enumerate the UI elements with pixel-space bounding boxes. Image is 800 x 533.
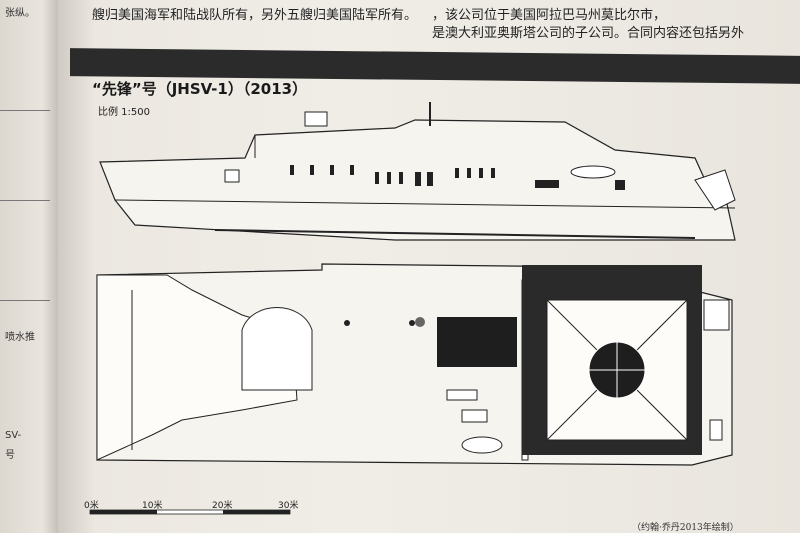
left-page-rule (0, 300, 50, 301)
left-page-snippet: SV- (5, 430, 22, 441)
scale-bar: 0米 10米 20米 30米 (84, 499, 298, 515)
drawing-credit: （约翰·乔丹2013年绘制） (632, 523, 739, 533)
ship-side-elevation (99, 102, 736, 241)
left-page-snippet: 张纵。 (5, 8, 35, 19)
left-page-snippet: 号 (5, 450, 15, 461)
scale-bar-label: 30米 (278, 499, 298, 511)
scale-bar-label: 10米 (142, 499, 162, 511)
top-right-paragraph-line2: 是澳大利亚奥斯塔公司的子公司。合同内容还包括另外 (432, 26, 745, 41)
figure-title: “先锋”号（JHSV-1）（2013） (92, 80, 308, 98)
left-page-rule (0, 110, 50, 111)
top-left-paragraph: 艘归美国海军和陆战队所有，另外五艘归美国陆军所有。 (92, 8, 418, 23)
top-right-paragraph-line1: ，该公司位于美国阿拉巴马州莫比尔市， (432, 8, 667, 23)
left-page-rule (0, 200, 50, 201)
scale-label: 比例 1:500 (98, 107, 150, 118)
ship-plan-view (96, 263, 733, 466)
scale-bar-label: 20米 (212, 499, 232, 511)
left-page-snippet: 喷水推 (5, 332, 35, 343)
scale-bar-label: 0米 (84, 499, 99, 511)
